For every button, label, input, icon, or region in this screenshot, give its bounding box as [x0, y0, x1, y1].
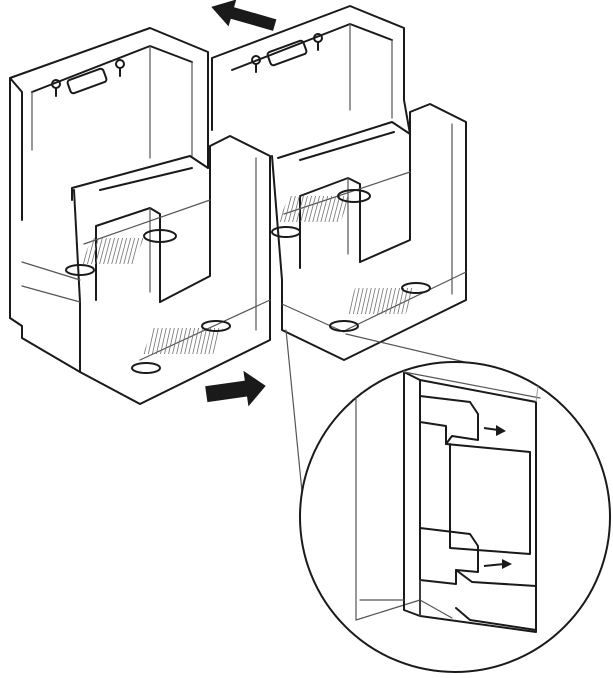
left-keyhole-icon-2	[115, 59, 125, 69]
left-rear-pad	[81, 238, 144, 264]
left-back-panel	[9, 27, 209, 319]
left-foot-2	[65, 264, 95, 276]
right-foot-3	[401, 282, 431, 294]
slide-arrow-lower	[483, 559, 512, 569]
left-holder	[9, 27, 271, 405]
left-base	[21, 199, 271, 361]
right-front-pocket	[271, 103, 467, 361]
left-side-wall	[9, 77, 81, 373]
right-rear-pocket	[277, 99, 411, 161]
right-foot-4	[329, 320, 359, 332]
separation-arrow-front	[205, 370, 266, 407]
left-foot-4	[131, 362, 161, 374]
left-foot-1	[143, 229, 177, 243]
slide-arrow-upper	[483, 425, 506, 436]
right-front-pad	[345, 288, 416, 314]
left-rear-pocket	[71, 155, 209, 201]
right-holder	[211, 5, 467, 361]
zoom-callout	[299, 361, 611, 673]
zoom-circle	[299, 361, 611, 673]
separation-arrow-back	[211, 0, 277, 31]
right-hanging-slot	[266, 39, 308, 67]
right-foot-2	[271, 226, 301, 238]
left-hanging-slot	[66, 67, 108, 95]
center-panel	[445, 443, 531, 555]
upper-tab	[419, 395, 479, 445]
right-back-panel	[211, 5, 405, 131]
left-foot-3	[201, 320, 231, 332]
right-foot-1	[337, 189, 371, 203]
right-rear-pad	[278, 196, 351, 222]
left-front-pocket	[73, 135, 271, 405]
lower-tab	[419, 527, 479, 585]
left-front-pad	[143, 328, 223, 354]
